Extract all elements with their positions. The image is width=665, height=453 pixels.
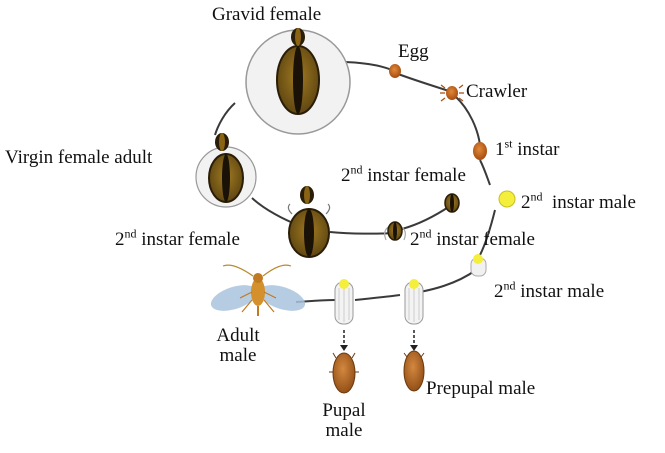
label-first-instar: 1st instar	[495, 140, 559, 160]
label-adult-male-line2: male	[212, 346, 264, 366]
pupal-male-illustration	[329, 279, 359, 393]
second-instar-female-large-illustration	[288, 186, 329, 257]
label-gravid-female: Gravid female	[212, 5, 321, 25]
second-instar-male-illustration	[499, 191, 515, 207]
crawler-illustration	[440, 85, 464, 101]
prepupal-male-illustration	[404, 279, 424, 391]
label-pupal-male-line1: Pupal	[316, 401, 372, 421]
label-egg: Egg	[398, 42, 429, 62]
label-pupal-male: Pupal male	[316, 401, 372, 441]
virgin-female-adult-illustration	[196, 133, 256, 207]
label-adult-male: Adult male	[212, 326, 264, 366]
second-instar-male-lower-illustration	[471, 254, 486, 276]
adult-male-illustration	[208, 265, 308, 316]
label-second-instar-male-b: 2nd instar male	[494, 282, 604, 302]
egg-illustration	[389, 64, 401, 78]
second-instar-female-small-illustration	[445, 194, 459, 212]
second-instar-female-bottom-illustration	[385, 222, 406, 240]
label-second-instar-female-a: 2nd instar female	[341, 166, 466, 186]
label-pupal-male-line2: male	[316, 421, 372, 441]
first-instar-illustration	[473, 142, 487, 160]
gravid-female-illustration	[246, 28, 350, 134]
label-second-instar-male-a: 2nd instar male	[521, 193, 636, 213]
label-adult-male-line1: Adult	[212, 326, 264, 346]
label-crawler: Crawler	[466, 82, 527, 102]
label-second-instar-female-b: 2nd instar female	[410, 230, 535, 250]
label-prepupal-male: Prepupal male	[426, 379, 535, 399]
label-second-instar-female-left: 2nd instar female	[115, 230, 240, 250]
label-virgin-female-adult: Virgin female adult	[5, 148, 152, 168]
